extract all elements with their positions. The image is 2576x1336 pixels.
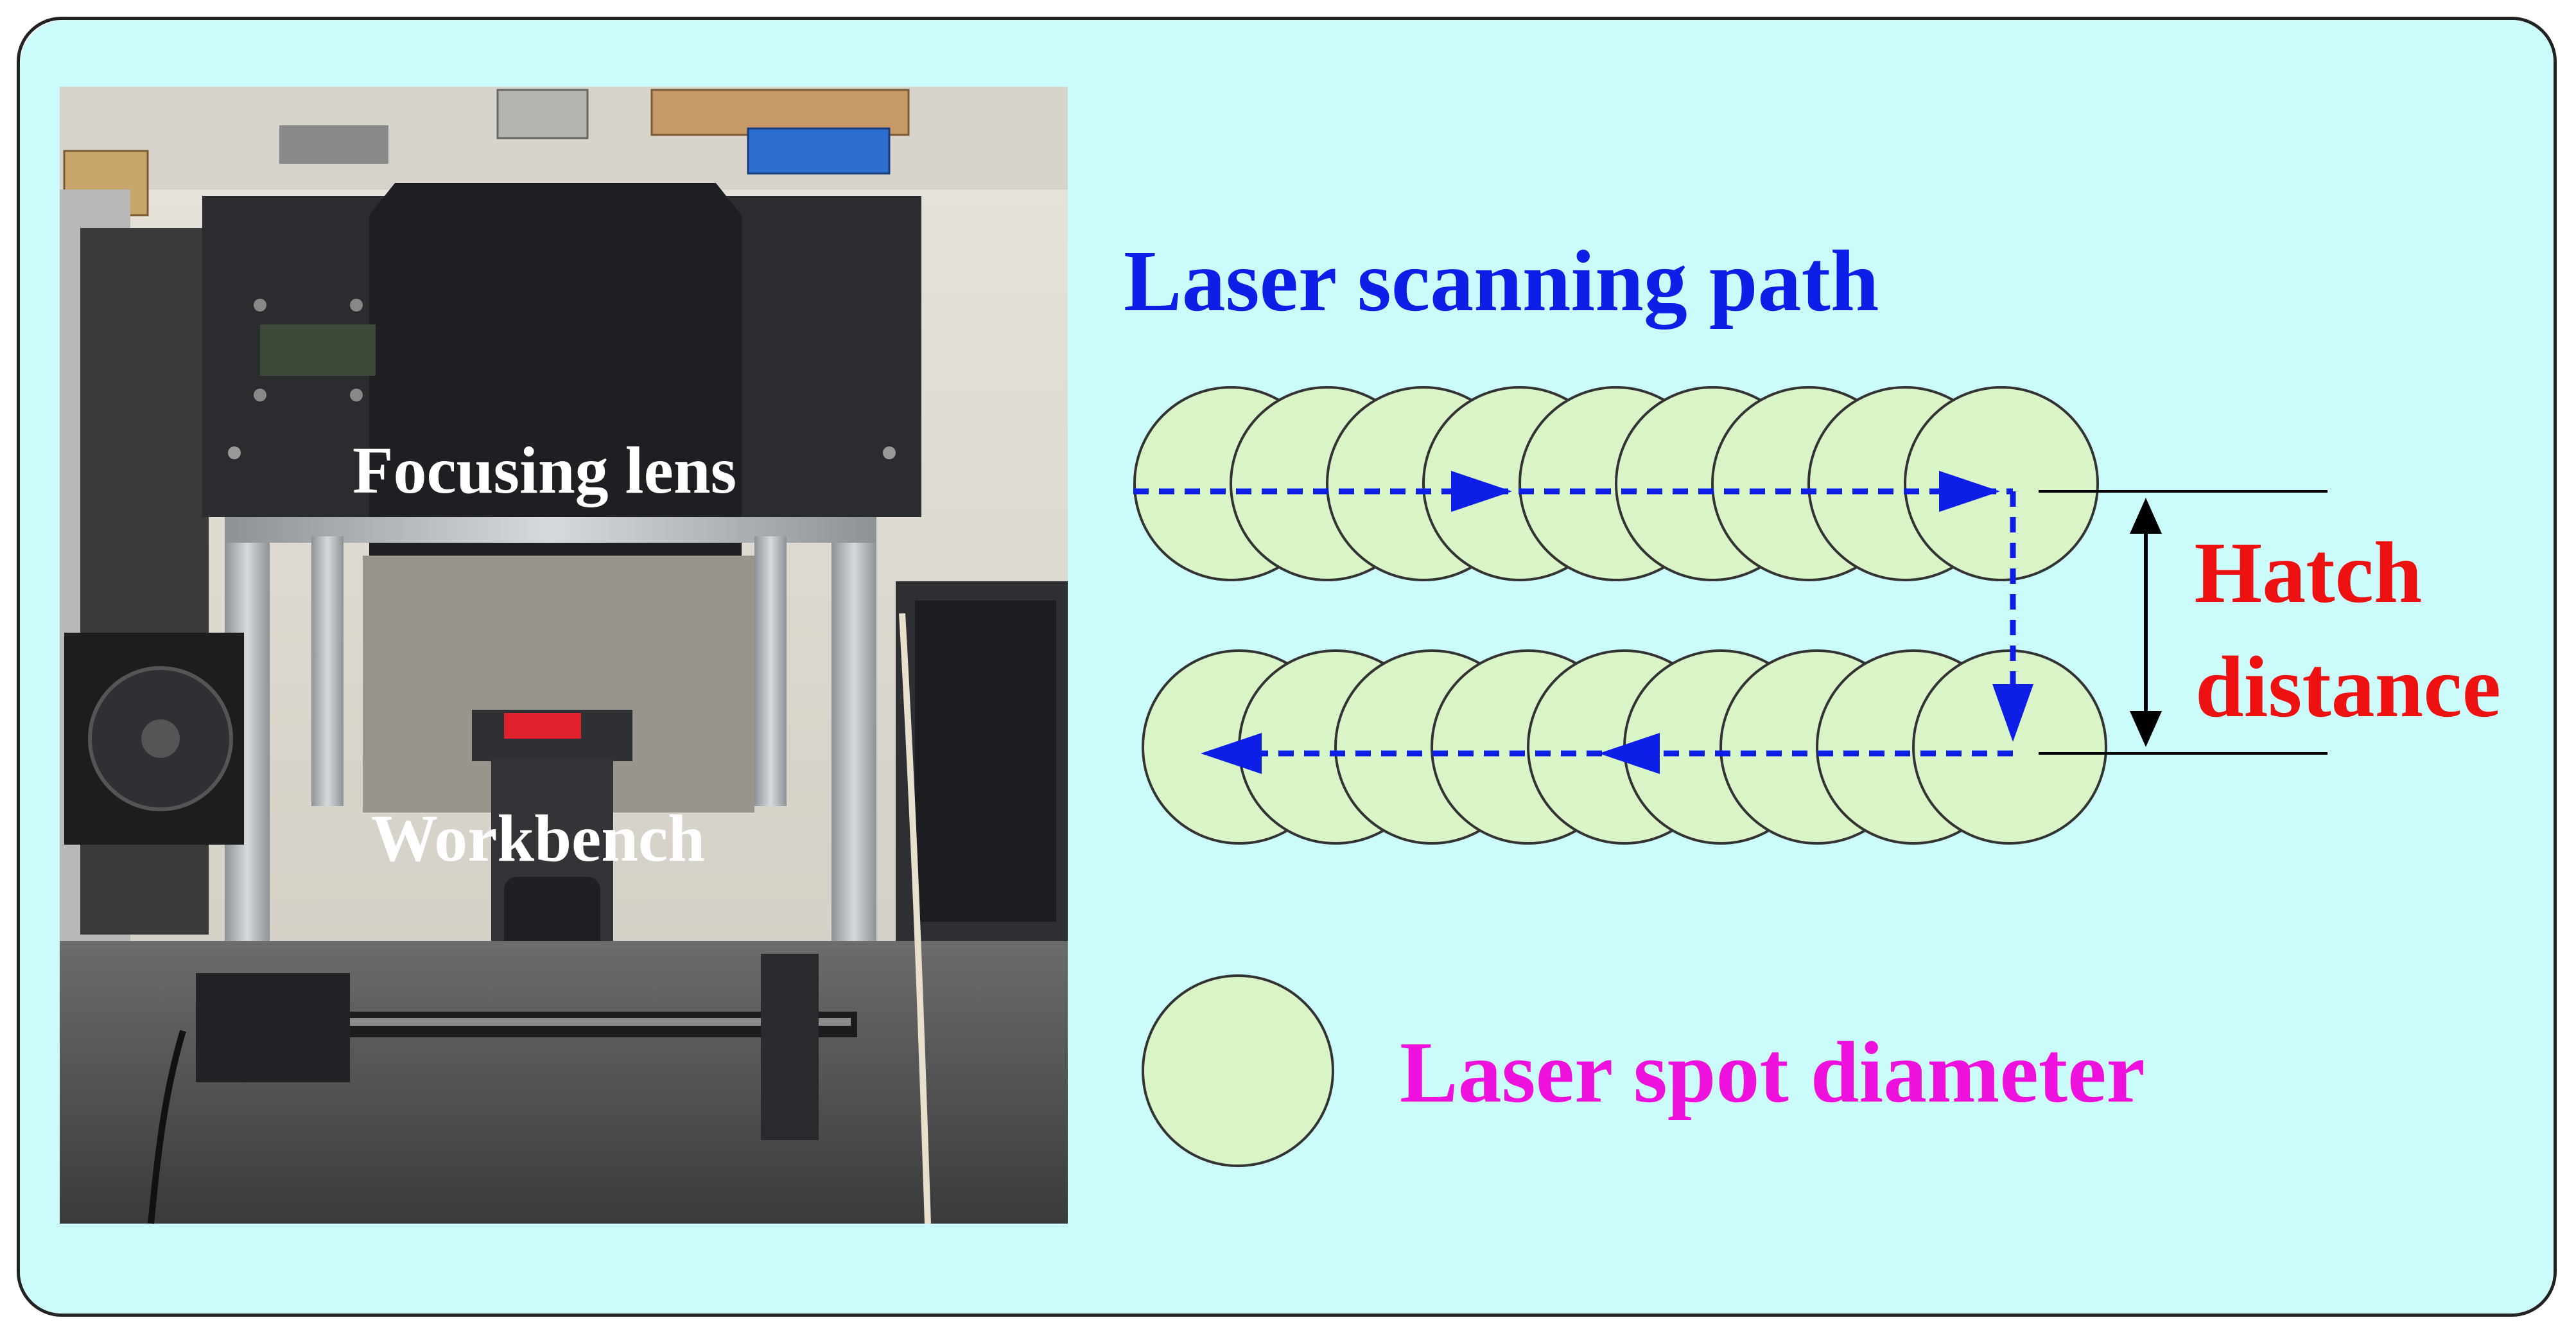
legend-spot-icon	[1142, 974, 1334, 1167]
spot-legend-label: Laser spot diameter	[1400, 1024, 2145, 1121]
figure-canvas: Focusing lens Workbench Laser scanning p…	[20, 20, 2554, 1314]
scan-arrow-row-2b	[1201, 733, 1262, 774]
focusing-lens-label: Focusing lens	[352, 434, 736, 507]
hatch-arrow-up	[2130, 498, 2162, 534]
figure-frame: Focusing lens Workbench Laser scanning p…	[17, 17, 2557, 1317]
diagram-title: Laser scanning path	[1124, 233, 1879, 330]
scan-arrow-row-2a	[1599, 733, 1660, 774]
spot-row-1	[1133, 386, 2099, 581]
laser-machine-photo	[60, 87, 1068, 1224]
hatch-distance-dimension	[2039, 490, 2328, 755]
scan-arrow-row-1b	[1939, 471, 2000, 512]
spot-row-2	[1142, 649, 2107, 845]
hatch-arrow-down	[2130, 711, 2162, 747]
hatch-label-line2: distance	[2195, 639, 2501, 735]
scan-arrow-row-1a	[1451, 471, 1512, 512]
laser-spot-row1-9	[1904, 386, 2099, 581]
hatch-label-line1: Hatch	[2194, 525, 2422, 621]
workbench-label: Workbench	[371, 802, 705, 875]
scanning-path	[1133, 471, 2033, 774]
scan-arrow-down	[1992, 684, 2033, 742]
laser-spot-row2-9	[1912, 649, 2107, 845]
